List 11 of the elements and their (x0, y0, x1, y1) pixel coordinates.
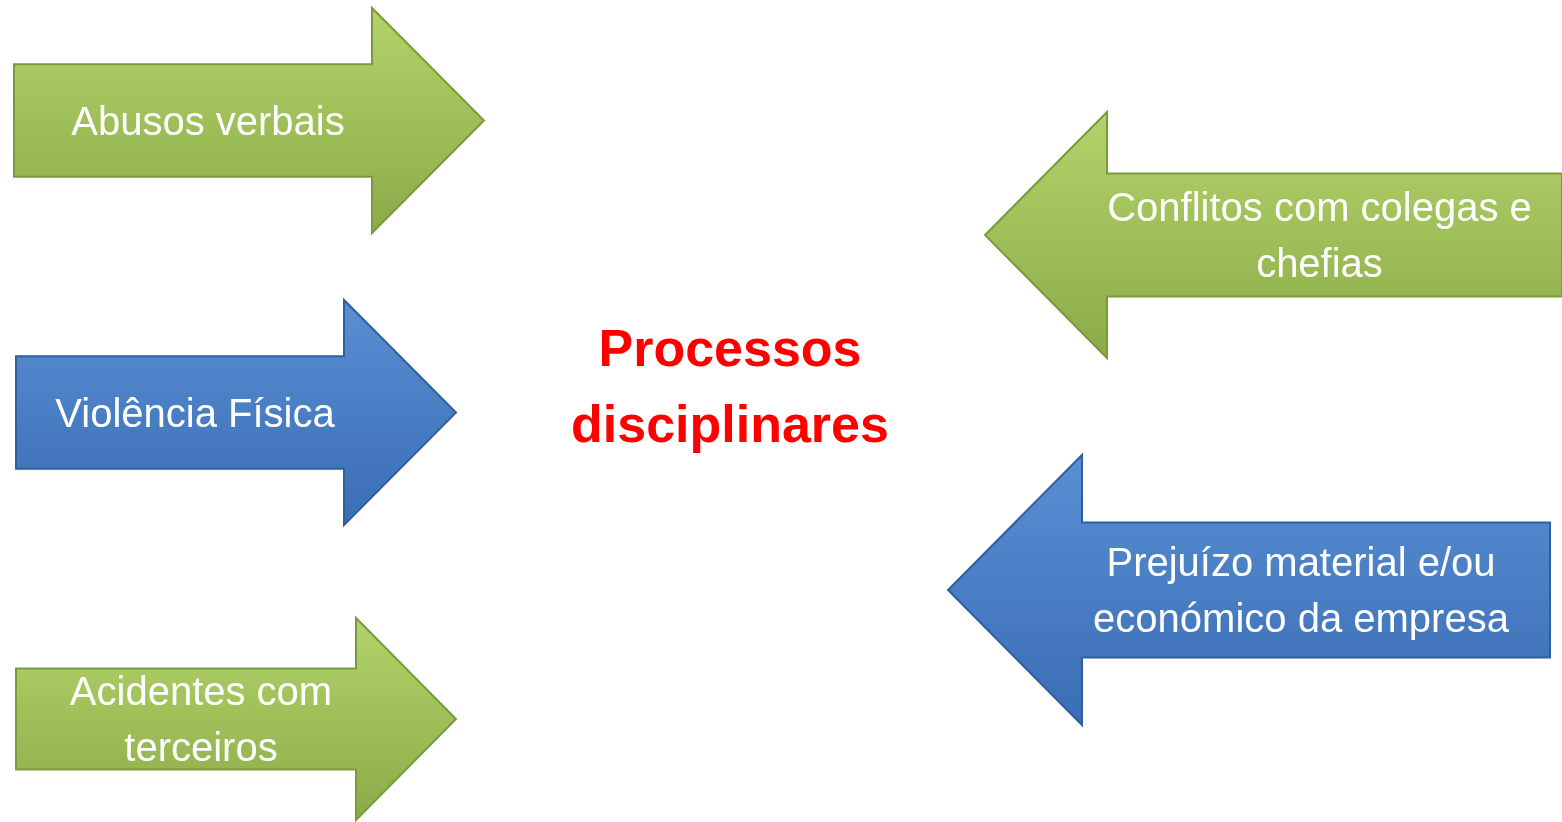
arrow-label: Acidentes com terceiros (68, 668, 334, 770)
block-arrow (948, 455, 1550, 725)
block-arrow (16, 300, 456, 525)
arrow-label: Prejuízo material e/ou económico da empresa (1092, 539, 1510, 642)
center-title: Processos disciplinares (540, 310, 920, 470)
block-arrow (985, 112, 1562, 358)
arrow-label: Conflitos com colegas e chefias (1106, 184, 1533, 287)
block-arrow (14, 8, 484, 233)
arrow-label: Violência Física (54, 389, 336, 437)
arrow-label: Abusos verbais (70, 97, 346, 145)
block-arrow (16, 618, 456, 820)
